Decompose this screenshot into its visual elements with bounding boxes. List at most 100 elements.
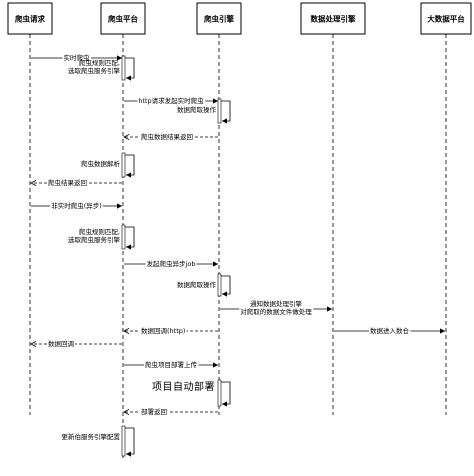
message-label: 选取爬虫服务引擎	[68, 235, 121, 244]
actor-label: 爬虫平台	[107, 14, 138, 24]
arrow-head	[213, 362, 218, 368]
actor-label: 爬虫请求	[14, 14, 45, 24]
message-label: 爬虫项目部署上传	[145, 360, 198, 369]
message-label: 爬虫规则匹配,	[79, 58, 120, 67]
actors: 爬虫请求 爬虫平台 爬虫引擎 数据处理引擎 大数据平台	[7, 2, 472, 35]
message-label: 数据进入数仓	[370, 326, 410, 335]
label-backing	[145, 259, 197, 268]
label-backing	[47, 178, 88, 187]
arrow-head	[117, 55, 122, 61]
message-m6: 爬虫数据解析	[81, 152, 135, 178]
arrow-head	[30, 180, 37, 186]
activation-bar	[121, 425, 126, 457]
message-m16: 爬虫项目部署上传	[124, 360, 218, 369]
activation-bar	[121, 152, 126, 178]
label-backing	[140, 326, 187, 335]
label-backing	[140, 407, 168, 416]
arrow-head	[222, 291, 227, 297]
arrow-head	[222, 401, 227, 407]
arrow-head	[222, 118, 227, 124]
label-backing	[369, 326, 411, 335]
arrow-head	[123, 134, 130, 140]
message-m17: 项目自动部署	[152, 379, 231, 407]
message-label: 数据回调	[48, 339, 74, 348]
arrow-head	[123, 328, 130, 334]
arrow-head	[440, 328, 445, 334]
message-label: 通知数据处理引擎	[250, 299, 303, 308]
activation-bar	[217, 98, 222, 124]
message-m15: 数据回调	[30, 339, 122, 348]
message-m1: 实时爬虫	[31, 53, 122, 62]
message-label: 非实时爬虫(异步)	[51, 201, 102, 210]
actor-bigdata: 大数据平台	[420, 2, 472, 35]
message-m10: 发起爬虫异步job	[124, 259, 218, 268]
actor-label: 大数据平台	[427, 14, 465, 24]
message-label: 爬虫数据解析	[81, 159, 121, 168]
activation-bar	[217, 379, 222, 407]
message-m2: 爬虫规则匹配,选取爬虫服务引擎	[68, 55, 135, 81]
label-backing	[144, 360, 199, 369]
message-label: 实时爬虫	[64, 53, 91, 62]
message-label: 数据爬取操作	[177, 105, 217, 114]
message-m9: 爬虫规则匹配,选取爬虫服务引擎	[68, 224, 135, 250]
label-backing	[47, 339, 75, 348]
actor-req: 爬虫请求	[7, 2, 53, 35]
message-label: 爬虫结果返回	[48, 178, 87, 187]
actor-box	[100, 2, 146, 35]
message-label: 发起爬虫异步job	[147, 259, 196, 268]
arrow-head	[30, 341, 37, 347]
actor-box	[7, 2, 53, 35]
message-m5: 爬虫数据结果返回	[123, 132, 218, 141]
message-label: 选取爬虫服务引擎	[68, 66, 121, 75]
self-message-line	[221, 275, 231, 295]
arrow-head	[123, 409, 130, 415]
arrow-head	[117, 203, 122, 209]
activation-bar	[217, 273, 222, 297]
message-label: http请求发起实时爬虫	[138, 96, 204, 105]
activation-bar	[121, 224, 126, 250]
message-m3: http请求发起实时爬虫	[124, 96, 218, 105]
message-label: 爬虫数据结果返回	[141, 132, 193, 141]
message-m4: 数据爬取操作	[177, 98, 231, 124]
message-m13: 数据回调(http)	[123, 326, 218, 335]
message-label: 爬虫规则匹配,	[79, 227, 120, 236]
activation-bar	[121, 55, 126, 81]
arrow-head	[126, 172, 131, 178]
message-label: 对爬取的数据文件做处理	[240, 307, 312, 316]
label-backing	[239, 307, 314, 316]
arrow-head	[126, 244, 131, 250]
message-m11: 数据爬取操作	[177, 273, 231, 297]
self-message-line	[125, 154, 135, 176]
message-m8: 非实时爬虫(异步)	[31, 201, 122, 210]
arrow-head	[126, 451, 131, 457]
actor-label: 数据处理引擎	[311, 14, 356, 24]
self-message-line	[221, 100, 231, 122]
label-backing	[249, 299, 304, 308]
self-message-line	[125, 226, 135, 248]
label-backing	[50, 201, 103, 210]
message-m18: 部署返回	[123, 407, 218, 416]
arrow-head	[327, 306, 332, 312]
self-message-line	[125, 57, 135, 79]
message-label: 数据爬取操作	[177, 280, 217, 289]
message-label: 数据回调(http)	[141, 326, 185, 335]
arrow-head	[126, 75, 131, 81]
message-label: 部署返回	[141, 407, 167, 416]
actor-label: 爬虫引擎	[203, 14, 234, 24]
label-backing	[137, 96, 206, 105]
message-m19: 更新伯服务引擎配置	[62, 425, 135, 457]
message-m7: 爬虫结果返回	[30, 178, 122, 187]
actor-dataproc: 数据处理引擎	[300, 2, 366, 35]
arrow-head	[213, 261, 218, 267]
label-backing	[140, 132, 194, 141]
message-m14: 数据进入数仓	[334, 326, 445, 335]
actor-box	[300, 2, 366, 35]
message-label: 更新伯服务引擎配置	[62, 432, 121, 441]
messages: 实时爬虫爬虫规则匹配,选取爬虫服务引擎http请求发起实时爬虫数据爬取操作爬虫数…	[30, 53, 445, 457]
message-label: 项目自动部署	[152, 380, 215, 393]
self-message-line	[221, 381, 231, 405]
actor-engine: 爬虫引擎	[196, 2, 242, 35]
lifelines	[29, 34, 447, 460]
